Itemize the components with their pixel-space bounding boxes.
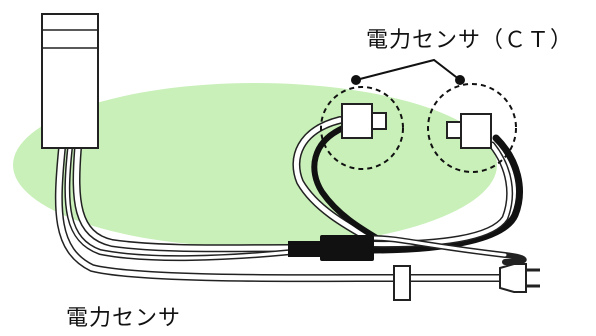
cable-to-plug	[54, 144, 509, 283]
power-sensor-unit	[41, 13, 99, 149]
ct-sensor-label: 電力センサ（ＣＴ）	[366, 28, 574, 53]
cable-strap	[393, 265, 411, 301]
ct-lead-left	[292, 116, 383, 244]
ct-clamp-left	[320, 86, 404, 170]
cable-to-connector	[64, 144, 296, 262]
ct-lead-right	[368, 134, 527, 265]
inline-connector	[288, 235, 374, 261]
ct-leader	[351, 58, 465, 85]
power-sensor-label: 電力センサ	[66, 306, 182, 331]
ct-clamp-right	[427, 83, 517, 173]
power-plug-icon	[499, 263, 540, 293]
